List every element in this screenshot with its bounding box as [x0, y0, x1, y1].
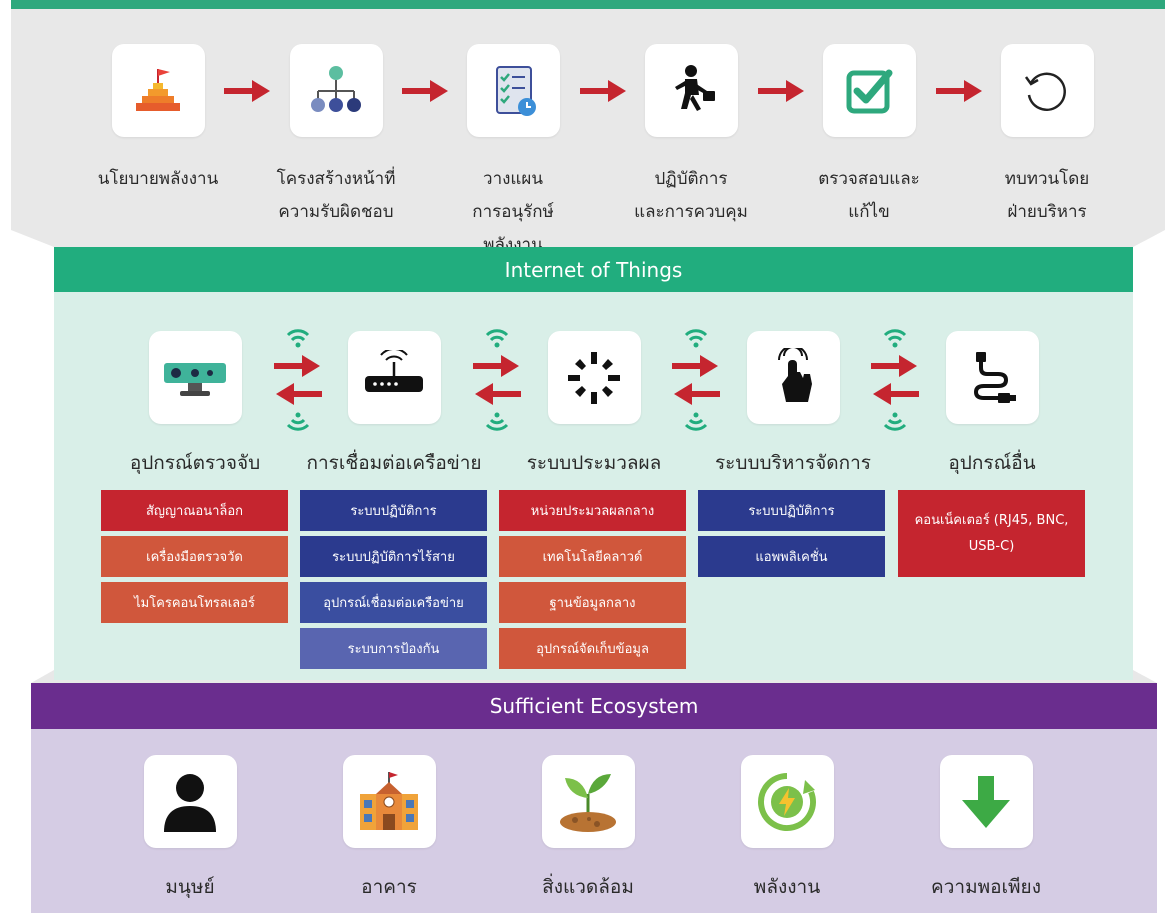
eco-label: อาคาร — [361, 876, 417, 898]
step-review: ทบทวนโดยฝ่ายบริหาร — [977, 44, 1117, 229]
component-sensor: อุปกรณ์ตรวจจับ — [100, 331, 290, 478]
component-other: อุปกรณ์อื่น — [897, 331, 1087, 478]
touch-icon — [746, 331, 840, 424]
eco-item-building: อาคาร — [309, 755, 469, 902]
plant-icon — [541, 755, 635, 848]
wifi-icon — [883, 329, 907, 348]
tag-item: อุปกรณ์จัดเก็บข้อมูล — [499, 628, 686, 669]
tag-item: ระบบปฏิบัติการ — [698, 490, 885, 531]
energy-icon — [740, 755, 834, 848]
checkbox-icon — [822, 44, 916, 137]
sensor-icon — [148, 331, 242, 424]
arrow-left-icon — [873, 383, 919, 405]
wifi-icon — [883, 412, 907, 431]
step-label: ตรวจสอบและแก้ไข — [818, 169, 920, 222]
component-network: การเชื่อมต่อเครือข่าย — [299, 331, 489, 478]
step-structure: โครงสร้างหน้าที่ความรับผิดชอบ — [266, 44, 406, 229]
component-management: ระบบบริหารจัดการ — [698, 331, 888, 478]
tag-item: เครื่องมือตรวจวัด — [101, 536, 288, 577]
arrow-right-icon — [672, 355, 718, 377]
tag-item: หน่วยประมวลผลกลาง — [499, 490, 686, 531]
arrow-right-icon — [274, 355, 320, 377]
org-chart-icon — [289, 44, 383, 137]
wifi-icon — [485, 412, 509, 431]
tag-item: อุปกรณ์เชื่อมต่อเครือข่าย — [300, 582, 487, 623]
tag-item: ฐานข้อมูลกลาง — [499, 582, 686, 623]
component-title: ระบบบริหารจัดการ — [714, 452, 872, 474]
wifi-icon — [286, 412, 310, 431]
checklist-icon — [466, 44, 560, 137]
iot-title-band: Internet of Things — [54, 247, 1133, 292]
component-title: อุปกรณ์อื่น — [948, 452, 1036, 474]
tag-item: ระบบการป้องกัน — [300, 628, 487, 669]
router-icon — [347, 331, 441, 424]
component-title: อุปกรณ์ตรวจจับ — [129, 452, 261, 474]
component-processing: ระบบประมวลผล — [499, 331, 689, 478]
bidirectional-connector — [672, 329, 720, 431]
wifi-icon — [286, 329, 310, 348]
eco-label: สิ่งแวดล้อม — [542, 876, 634, 898]
tag-item: ระบบปฏิบัติการไร้สาย — [300, 536, 487, 577]
step-label: ทบทวนโดยฝ่ายบริหาร — [1004, 169, 1090, 222]
bidirectional-connector — [274, 329, 322, 431]
running-man-icon — [644, 44, 738, 137]
eco-item-environment: สิ่งแวดล้อม — [508, 755, 668, 902]
arrow-left-icon — [475, 383, 521, 405]
arrow-right-icon — [402, 80, 448, 102]
eco-title-band: Sufficient Ecosystem — [31, 683, 1157, 729]
loading-icon — [547, 331, 641, 424]
down-arrow-icon — [939, 755, 1033, 848]
eco-label: ความพอเพียง — [931, 876, 1041, 898]
arrow-right-icon — [936, 80, 982, 102]
wifi-icon — [684, 329, 708, 348]
wifi-icon — [684, 412, 708, 431]
bidirectional-connector — [473, 329, 521, 431]
tag-item: คอนเน็คเตอร์ (RJ45, BNC, USB-C) — [898, 490, 1085, 577]
arrow-right-icon — [871, 355, 917, 377]
step-planning: วางแผนการอนุรักษ์พลังงาน — [443, 44, 583, 262]
eco-label: มนุษย์ — [165, 876, 215, 898]
tag-item: แอพพลิเคชั่น — [698, 536, 885, 577]
eco-item-sufficiency: ความพอเพียง — [906, 755, 1066, 902]
cable-icon — [945, 331, 1039, 424]
step-label: ปฏิบัติการและการควบคุม — [634, 169, 748, 222]
bidirectional-connector — [871, 329, 919, 431]
component-title: การเชื่อมต่อเครือข่าย — [306, 452, 482, 474]
top-accent-bar — [11, 0, 1165, 9]
step-energy-policy: นโยบายพลังงาน — [88, 44, 228, 196]
pyramid-flag-icon — [111, 44, 205, 137]
step-operations: ปฏิบัติการและการควบคุม — [621, 44, 761, 229]
eco-item-energy: พลังงาน — [707, 755, 867, 902]
tag-item: ระบบปฏิบัติการ — [300, 490, 487, 531]
arrow-right-icon — [758, 80, 804, 102]
arrow-right-icon — [580, 80, 626, 102]
building-icon — [342, 755, 436, 848]
eco-label: พลังงาน — [753, 876, 821, 898]
step-label: นโยบายพลังงาน — [97, 169, 219, 189]
refresh-icon — [1000, 44, 1094, 137]
step-label: โครงสร้างหน้าที่ความรับผิดชอบ — [276, 169, 396, 222]
tag-item: ไมโครคอนโทรลเลอร์ — [101, 582, 288, 623]
arrow-left-icon — [674, 383, 720, 405]
arrow-right-icon — [224, 80, 270, 102]
person-icon — [143, 755, 237, 848]
wifi-icon — [485, 329, 509, 348]
component-title: ระบบประมวลผล — [526, 452, 662, 474]
eco-item-human: มนุษย์ — [110, 755, 270, 902]
tag-item: สัญญาณอนาล็อก — [101, 490, 288, 531]
arrow-left-icon — [276, 383, 322, 405]
tag-item: เทคโนโลยีคลาวด์ — [499, 536, 686, 577]
step-checking: ตรวจสอบและแก้ไข — [799, 44, 939, 229]
arrow-right-icon — [473, 355, 519, 377]
